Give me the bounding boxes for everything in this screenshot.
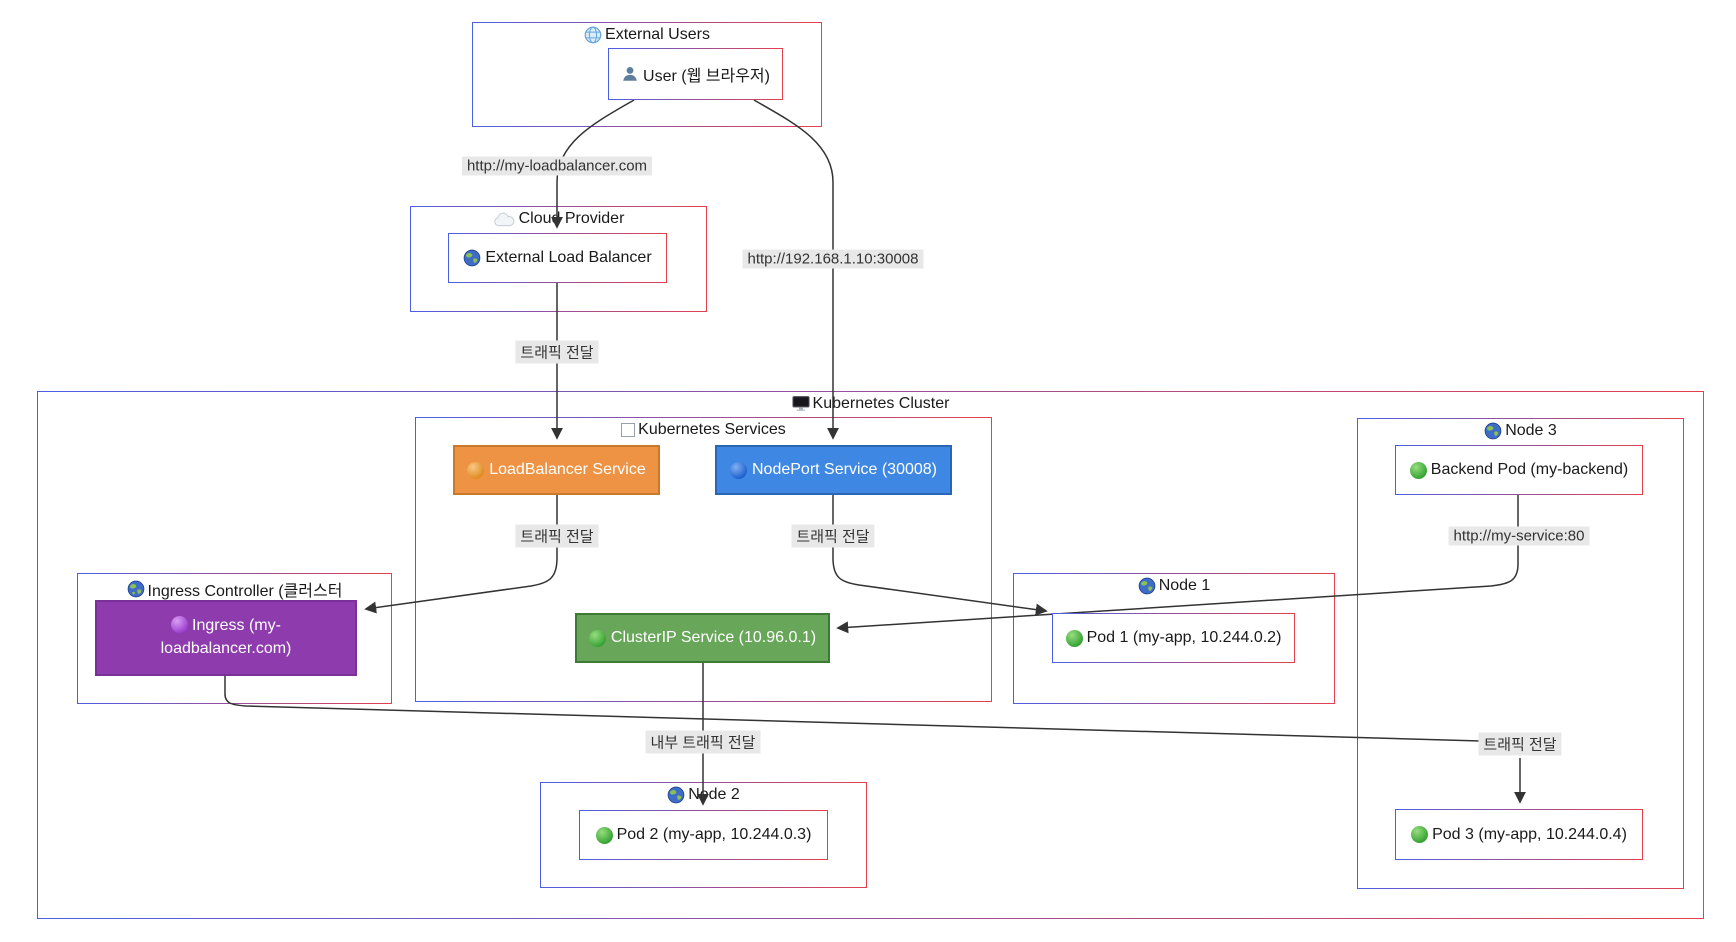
external-users-title: External Users — [473, 26, 821, 44]
backend-pod-label: Backend Pod (my-backend) — [1430, 461, 1629, 478]
loadbalancer-service-label: LoadBalancer Service — [489, 461, 646, 478]
pod3-node: Pod 3 (my-app, 10.244.0.4) — [1395, 809, 1643, 860]
green-circle-icon — [1065, 629, 1083, 647]
blue-circle-icon — [730, 461, 747, 479]
ingress-node: Ingress (my-loadbalancer.com) — [95, 600, 357, 676]
green-circle-icon — [595, 826, 613, 844]
node1-title: Node 1 — [1014, 577, 1334, 595]
edge-label-traffic-forward-1: 트래픽 전달 — [515, 340, 599, 364]
green-circle-icon — [588, 629, 606, 647]
node3-title: Node 3 — [1358, 422, 1683, 440]
edge-label-internal-traffic: 내부 트래픽 전달 — [645, 730, 761, 754]
ingress-controller-label: Ingress Controller (클러스터 — [147, 583, 343, 600]
cloud-icon — [493, 212, 514, 226]
node2-title: Node 2 — [541, 786, 866, 804]
clusterip-service-node: ClusterIP Service (10.96.0.1) — [575, 613, 830, 663]
pod1-label: Pod 1 (my-app, 10.244.0.2) — [1086, 629, 1282, 646]
desktop-monitor-icon — [791, 395, 810, 412]
edge-label-http-my-service: http://my-service:80 — [1448, 526, 1590, 546]
pod2-node: Pod 2 (my-app, 10.244.0.3) — [579, 810, 828, 860]
kubernetes-services-label: Kubernetes Services — [638, 421, 786, 438]
earth-globe-icon — [667, 786, 685, 804]
edge-user-to-nodeport — [753, 99, 839, 440]
earth-globe-icon — [464, 249, 481, 267]
orange-circle-icon — [467, 461, 485, 479]
cloud-provider-title: Cloud Provider — [411, 210, 706, 228]
pod3-label: Pod 3 (my-app, 10.244.0.4) — [1432, 825, 1627, 843]
cloud-provider-label: Cloud Provider — [518, 210, 625, 227]
external-users-label: External Users — [605, 26, 710, 43]
purple-circle-icon — [171, 616, 189, 633]
nodeport-service-label: NodePort Service (30008) — [752, 461, 937, 478]
kubernetes-cluster-title: Kubernetes Cluster — [38, 395, 1703, 413]
node1-label: Node 1 — [1158, 577, 1211, 594]
edge-label-traffic-forward-4: 트래픽 전달 — [1478, 732, 1562, 756]
user-node: User (웹 브라우저) — [608, 48, 783, 100]
globe-with-meridians-icon — [584, 26, 602, 44]
earth-globe-icon — [1138, 577, 1156, 595]
external-load-balancer-node: External Load Balancer — [448, 233, 667, 283]
earth-globe-icon — [1484, 422, 1502, 440]
pod1-node: Pod 1 (my-app, 10.244.0.2) — [1052, 613, 1295, 663]
ingress-controller-title: Ingress Controller (클러스터 — [78, 577, 391, 601]
edge-label-http-nodeport: http://192.168.1.10:30008 — [742, 249, 924, 269]
empty-square-icon — [621, 423, 636, 437]
kubernetes-services-title: Kubernetes Services — [416, 421, 991, 439]
nodeport-service-node: NodePort Service (30008) — [715, 445, 952, 495]
external-load-balancer-label: External Load Balancer — [485, 249, 652, 266]
person-icon — [623, 66, 637, 81]
green-circle-icon — [1411, 826, 1429, 843]
node2-label: Node 2 — [688, 786, 740, 803]
node3-label: Node 3 — [1505, 422, 1557, 439]
edge-label-http-loadbalancer: http://my-loadbalancer.com — [461, 156, 653, 176]
green-circle-icon — [1409, 461, 1427, 479]
kubernetes-cluster-label: Kubernetes Cluster — [812, 395, 950, 412]
user-label: User (웹 브라우저) — [643, 68, 770, 85]
pod2-label: Pod 2 (my-app, 10.244.0.3) — [616, 826, 812, 843]
loadbalancer-service-node: LoadBalancer Service — [453, 445, 660, 495]
earth-globe-icon — [127, 580, 144, 598]
backend-pod-node: Backend Pod (my-backend) — [1395, 445, 1643, 495]
edge-label-traffic-forward-3: 트래픽 전달 — [791, 524, 875, 548]
ingress-label: Ingress (my-loadbalancer.com) — [160, 617, 292, 658]
edge-label-traffic-forward-2: 트래픽 전달 — [515, 524, 599, 548]
clusterip-service-label: ClusterIP Service (10.96.0.1) — [610, 629, 817, 646]
